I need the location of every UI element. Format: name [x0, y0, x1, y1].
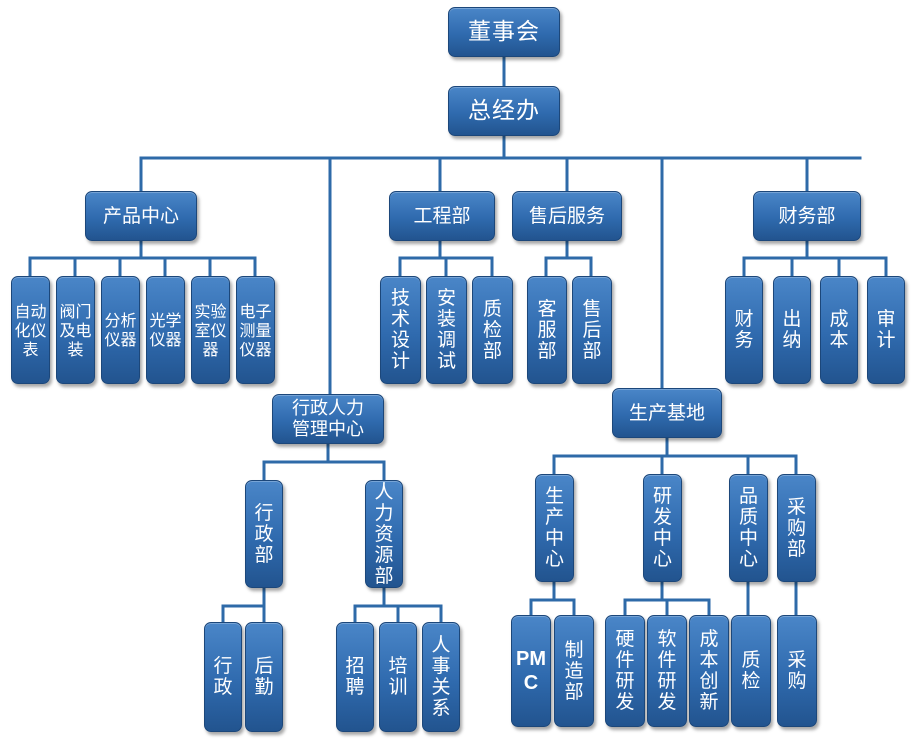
- node-valves-actuators: 阀门及电装: [56, 276, 95, 384]
- node-gm-office: 总经办: [448, 86, 560, 136]
- node-electronic-test-instruments: 电子测量仪器: [236, 276, 275, 384]
- node-audit: 审计: [867, 276, 905, 384]
- node-training: 培训: [379, 622, 417, 732]
- node-employee-relations: 人事关系: [422, 622, 460, 732]
- node-finance: 财务部: [753, 191, 861, 241]
- node-production-center: 生产中心: [535, 474, 574, 582]
- node-cost: 成本: [820, 276, 858, 384]
- node-logistics: 后勤: [245, 622, 283, 732]
- node-finance-accounting: 财务: [725, 276, 763, 384]
- node-technical-design: 技术设计: [380, 276, 421, 384]
- node-engineering: 工程部: [389, 191, 495, 241]
- node-analytical-instruments: 分析仪器: [101, 276, 140, 384]
- node-admin-hr-center: 行政人力管理中心: [272, 394, 384, 444]
- node-administration: 行政: [204, 622, 242, 732]
- node-cashier: 出纳: [773, 276, 811, 384]
- node-hr-dept: 人力资源部: [365, 480, 403, 588]
- node-quality-check: 质检: [731, 615, 771, 727]
- node-customer-service: 客服部: [527, 276, 567, 384]
- node-procurement: 采购: [777, 615, 817, 727]
- node-automation-instruments: 自动化仪表: [11, 276, 50, 384]
- node-production-base: 生产基地: [612, 388, 722, 438]
- node-product-center: 产品中心: [85, 191, 197, 241]
- node-admin-dept: 行政部: [245, 480, 283, 588]
- node-after-sales: 售后服务: [512, 191, 622, 241]
- node-purchasing-dept: 采购部: [777, 474, 816, 582]
- node-installation-commissioning: 安装调试: [426, 276, 467, 384]
- node-recruitment: 招聘: [336, 622, 374, 732]
- node-software-rd: 软件研发: [647, 615, 687, 727]
- node-manufacturing-dept: 制造部: [554, 615, 594, 727]
- node-rd-center: 研发中心: [643, 474, 682, 582]
- node-lab-instruments: 实验室仪器: [191, 276, 230, 384]
- node-cost-innovation: 成本创新: [689, 615, 729, 727]
- node-quality-center: 品质中心: [729, 474, 768, 582]
- node-board: 董事会: [448, 7, 560, 57]
- node-quality-inspection-dept: 质检部: [472, 276, 513, 384]
- node-optical-instruments: 光学仪器: [146, 276, 185, 384]
- node-hardware-rd: 硬件研发: [605, 615, 645, 727]
- node-after-sales-dept: 售后部: [572, 276, 612, 384]
- node-pmc: PMC: [511, 615, 551, 727]
